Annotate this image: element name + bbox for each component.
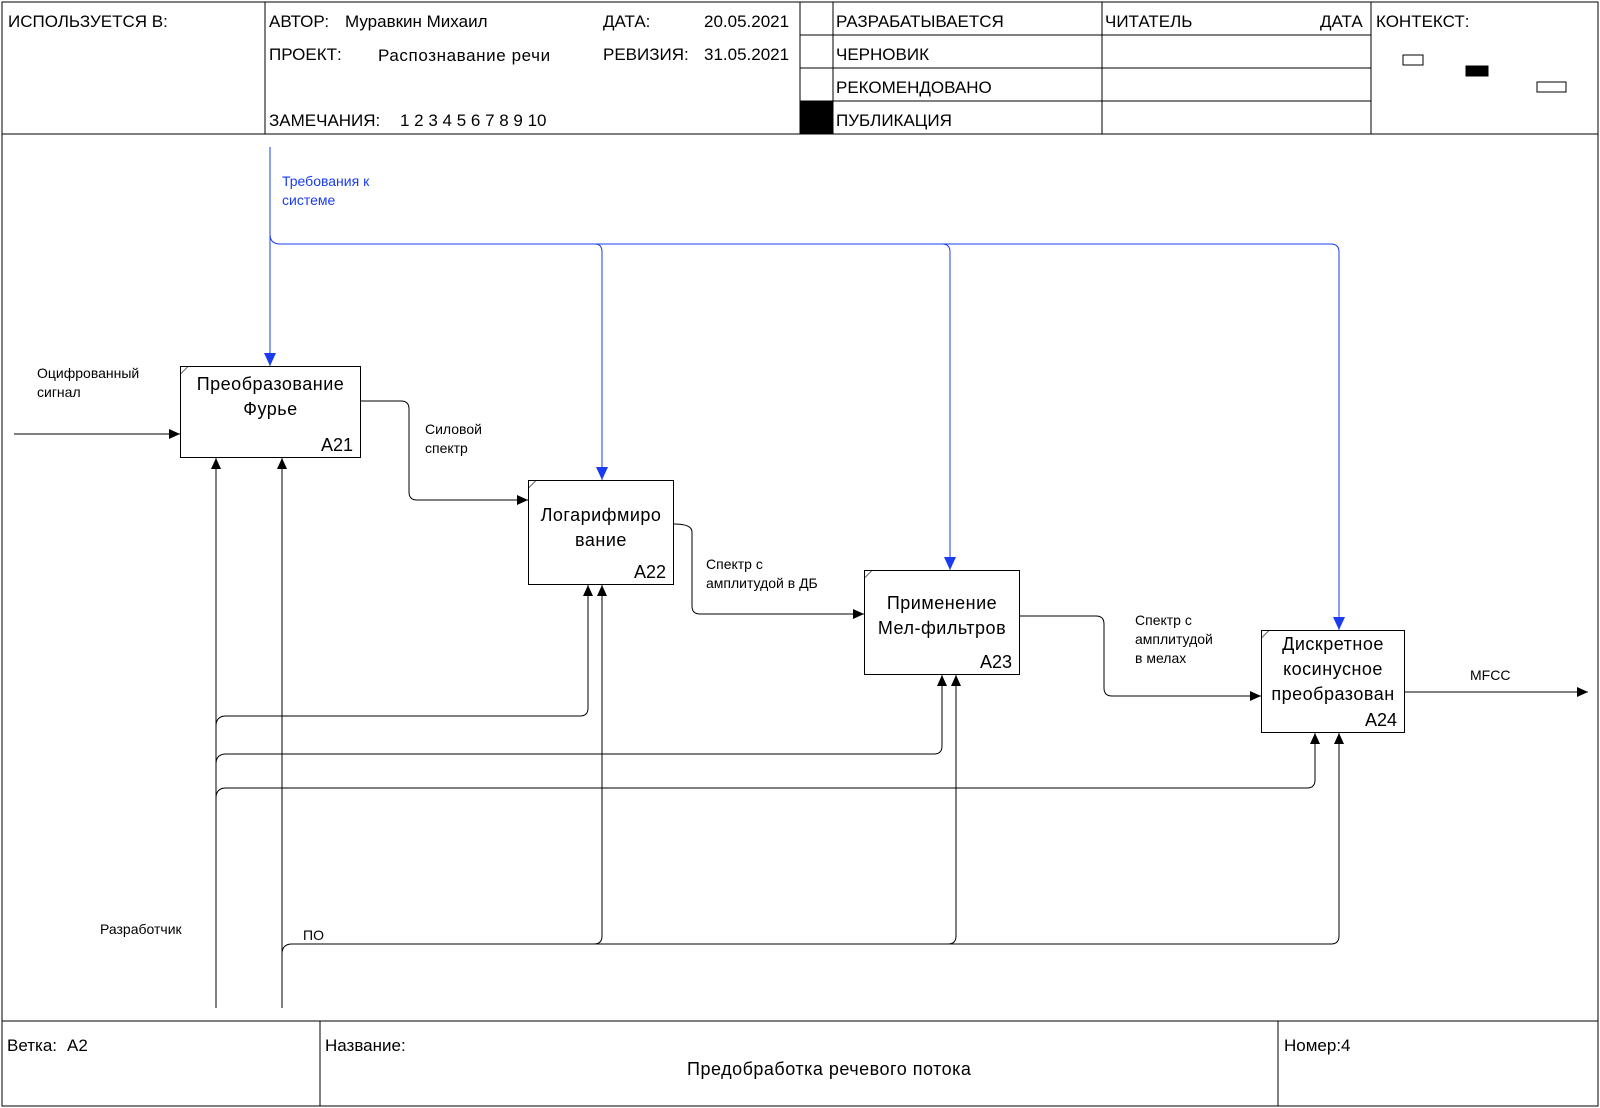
- activity-number: A22: [633, 562, 666, 582]
- activity-box-a24[interactable]: Дискретное косинусное преобразован A24: [1261, 630, 1405, 733]
- activity-title: Дискретное косинусное преобразован: [1271, 634, 1395, 704]
- status-working: РАЗРАБАТЫВАЕТСЯ: [836, 12, 1004, 31]
- status-publication: ПУБЛИКАЦИЯ: [836, 111, 952, 130]
- name-label: Название:: [325, 1036, 406, 1055]
- node-value: A2: [67, 1036, 88, 1055]
- number-value: 4: [1341, 1036, 1351, 1055]
- activity-title: Применение Мел-фильтров: [877, 593, 1007, 638]
- control-arrow-a22: [594, 243, 608, 480]
- mech-sw-bus: [281, 935, 1340, 955]
- activity-number: A24: [1364, 710, 1397, 730]
- diagram-name: Предобработка речевого потока: [687, 1059, 972, 1079]
- activity-title: Преобразование Фурье: [196, 374, 345, 419]
- notes-value: 1 2 3 4 5 6 7 8 9 10: [400, 111, 547, 130]
- mech-dev-a23: [215, 675, 947, 765]
- activity-number: A21: [320, 435, 353, 455]
- label-developer: Разработчик: [100, 921, 182, 937]
- revision-label: РЕВИЗИЯ:: [603, 45, 689, 64]
- node-label: Ветка:: [7, 1036, 58, 1055]
- control-arrows: [264, 147, 1345, 630]
- mechanism-software: [277, 458, 1344, 1008]
- label-software: ПО: [303, 927, 324, 943]
- box-corner-mark: [181, 367, 188, 374]
- mech-dev-a22: [215, 585, 593, 727]
- author-label: АВТОР:: [269, 12, 330, 31]
- arrow-a22-a23: [673, 523, 864, 619]
- arrow-a21-a22: [361, 400, 528, 505]
- box-corner-mark: [1262, 631, 1269, 638]
- date-value: 20.05.2021: [704, 12, 790, 31]
- label-spectrum-db: Спектр с амплитудой в ДБ: [706, 556, 818, 591]
- revision-value: 31.05.2021: [704, 45, 790, 64]
- activity-box-a22[interactable]: Логарифмиро вание A22: [528, 480, 674, 585]
- project-label: ПРОЕКТ:: [269, 45, 342, 64]
- box-corner-mark: [865, 571, 872, 578]
- activity-box-a21[interactable]: Преобразование Фурье A21: [180, 366, 361, 458]
- label-digitized-signal: Оцифрованный сигнал: [37, 365, 140, 400]
- context-label: КОНТЕКСТ:: [1376, 12, 1470, 31]
- used-in-label: ИСПОЛЬЗУЕТСЯ В:: [8, 12, 168, 31]
- author-value: Муравкин Михаил: [345, 12, 488, 31]
- status-recommended: РЕКОМЕНДОВАНО: [836, 78, 992, 97]
- reader-label: ЧИТАТЕЛЬ: [1105, 12, 1193, 31]
- label-mfcc: MFCC: [1470, 667, 1511, 683]
- control-arrow-a23: [941, 243, 956, 570]
- project-value: Распознавание речи: [378, 46, 551, 65]
- status-draft: ЧЕРНОВИК: [836, 45, 929, 64]
- number-label: Номер:: [1284, 1036, 1342, 1055]
- activity-box-a23[interactable]: Применение Мел-фильтров A23: [864, 570, 1020, 675]
- footer-grid: [2, 1020, 1598, 1106]
- publication-status-marker: [800, 101, 833, 134]
- arrow-a23-a24: [1020, 615, 1261, 701]
- label-power-spectrum: Силовой спектр: [425, 421, 482, 456]
- context-map: [1402, 54, 1567, 93]
- mech-dev-a24: [215, 733, 1320, 799]
- label-requirements: Требования к системе: [282, 173, 370, 208]
- flow-arrows: [14, 400, 1588, 701]
- mech-sw-a23: [947, 675, 961, 945]
- activity-number: A23: [979, 652, 1012, 672]
- date-label: ДАТА:: [603, 12, 651, 31]
- mech-sw-a22: [593, 585, 607, 945]
- activity-title: Логарифмиро вание: [540, 505, 662, 550]
- label-spectrum-mel: Спектр с амплитудой в мелах: [1135, 612, 1213, 666]
- control-branch-main: [269, 233, 1340, 253]
- box-corner-mark: [529, 481, 536, 488]
- notes-label: ЗАМЕЧАНИЯ:: [269, 111, 381, 130]
- mechanism-developer: [211, 458, 1320, 1008]
- reader-date-label: ДАТА: [1320, 12, 1363, 31]
